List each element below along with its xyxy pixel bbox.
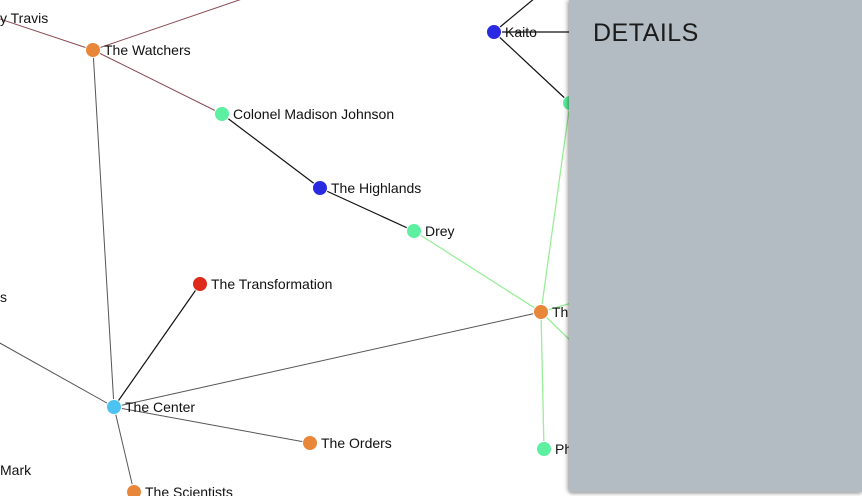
edge-watchers-madison bbox=[92, 49, 223, 115]
node-circle[interactable] bbox=[533, 304, 549, 320]
edge-transformation-center bbox=[113, 283, 201, 408]
node-circle[interactable] bbox=[214, 106, 230, 122]
node-circle[interactable] bbox=[126, 484, 142, 496]
node-drey[interactable]: Drey bbox=[406, 223, 455, 239]
details-title: DETAILS bbox=[593, 19, 699, 47]
edge-highlands-drey bbox=[319, 187, 415, 232]
node-label: Drey bbox=[425, 223, 455, 239]
node-label: s bbox=[0, 289, 7, 305]
node-ph[interactable]: Ph bbox=[536, 441, 573, 457]
edge-kaito-right_green bbox=[493, 31, 571, 104]
edge-watchers-center bbox=[92, 49, 115, 408]
node-label: The Scientists bbox=[145, 484, 233, 496]
node-travis[interactable]: y Travis bbox=[0, 10, 48, 26]
node-label: The Transformation bbox=[211, 276, 332, 292]
edges-layer bbox=[0, 0, 576, 493]
node-circle[interactable] bbox=[106, 399, 122, 415]
node-circle[interactable] bbox=[302, 435, 318, 451]
node-watchers[interactable]: The Watchers bbox=[85, 42, 191, 58]
node-label: Mark bbox=[0, 462, 32, 478]
node-circle[interactable] bbox=[85, 42, 101, 58]
node-highlands[interactable]: The Highlands bbox=[312, 180, 422, 196]
edge-the_hub-center bbox=[113, 311, 542, 408]
node-label: The Orders bbox=[321, 435, 392, 451]
edge-madison-highlands bbox=[221, 113, 321, 189]
node-circle[interactable] bbox=[312, 180, 328, 196]
edge-left_edge-center bbox=[0, 342, 115, 408]
node-label: Kaito bbox=[505, 24, 537, 40]
node-left_s[interactable]: s bbox=[0, 289, 7, 305]
edge-the_hub-ph bbox=[540, 311, 545, 450]
node-kaito[interactable]: Kaito bbox=[486, 24, 538, 40]
node-circle[interactable] bbox=[536, 441, 552, 457]
node-madison[interactable]: Colonel Madison Johnson bbox=[214, 106, 395, 122]
edge-watchers-travis bbox=[0, 18, 94, 51]
details-panel: DETAILS bbox=[569, 0, 862, 492]
node-the_hub[interactable]: Th bbox=[533, 304, 569, 320]
node-transformation[interactable]: The Transformation bbox=[192, 276, 333, 292]
node-scientists[interactable]: The Scientists bbox=[126, 484, 233, 496]
node-label: The Highlands bbox=[331, 180, 421, 196]
edge-center-orders bbox=[113, 406, 311, 444]
edge-center-scientists bbox=[113, 406, 135, 493]
edge-watchers-top_edge bbox=[92, 0, 241, 51]
node-label: y Travis bbox=[0, 10, 48, 26]
edge-kaito-top_mid bbox=[493, 0, 534, 33]
node-circle[interactable] bbox=[192, 276, 208, 292]
node-circle[interactable] bbox=[486, 24, 502, 40]
node-label: Th bbox=[552, 304, 568, 320]
node-label: Colonel Madison Johnson bbox=[233, 106, 394, 122]
node-circle[interactable] bbox=[406, 223, 422, 239]
edge-drey-the_hub bbox=[413, 230, 542, 313]
node-label: The Center bbox=[125, 399, 195, 415]
edge-right_green-the_hub bbox=[540, 102, 571, 313]
node-center[interactable]: The Center bbox=[106, 399, 196, 415]
node-label: The Watchers bbox=[104, 42, 191, 58]
node-mark[interactable]: Mark bbox=[0, 462, 32, 478]
node-orders[interactable]: The Orders bbox=[302, 435, 392, 451]
node-label: Ph bbox=[555, 441, 572, 457]
